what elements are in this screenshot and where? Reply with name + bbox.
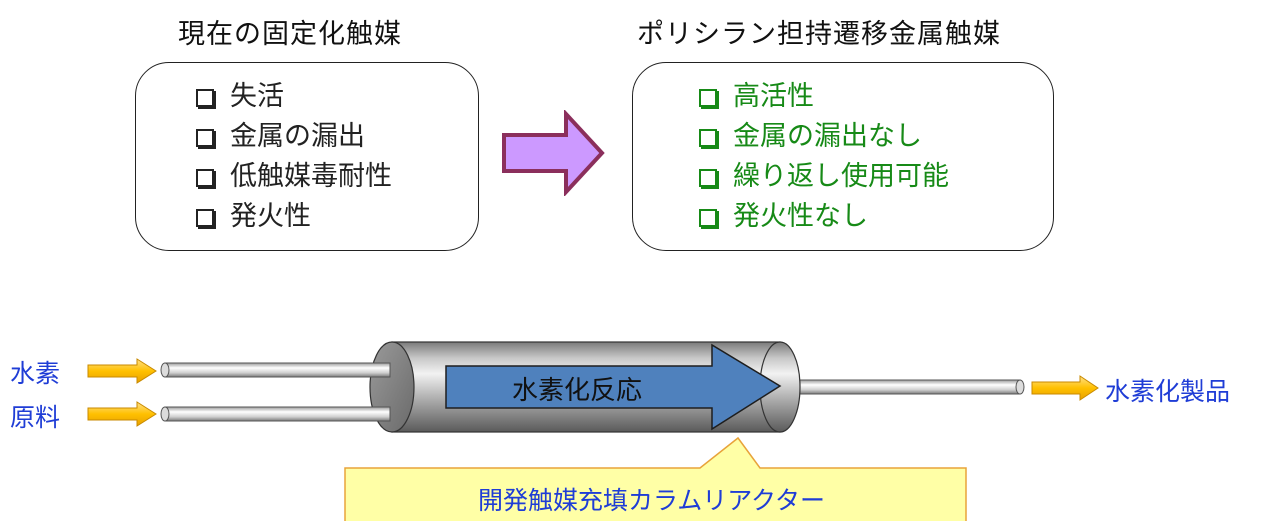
list-item-label: 金属の漏出: [230, 121, 365, 152]
outlet-tube: [789, 379, 1025, 395]
list-item: 発火性なし: [699, 197, 949, 237]
checkbox-icon: [699, 129, 717, 147]
callout-box: [344, 436, 967, 521]
checkbox-icon: [699, 169, 717, 187]
list-item: 低触媒毒耐性: [196, 157, 392, 197]
input-hydrogen-label: 水素: [10, 359, 61, 388]
list-item: 失活: [196, 77, 392, 117]
inlet-tube-feed: [160, 406, 391, 422]
left-panel-list: 失活 金属の漏出 低触媒毒耐性 発火性: [196, 77, 392, 237]
left-panel-title: 現在の固定化触媒: [178, 19, 402, 50]
list-item-label: 発火性なし: [733, 201, 868, 232]
checkbox-icon: [196, 129, 214, 147]
product-outflow-arrow-icon: [1031, 375, 1099, 401]
list-item-label: 繰り返し使用可能: [733, 161, 949, 192]
list-item: 金属の漏出: [196, 117, 392, 157]
checkbox-icon: [196, 169, 214, 187]
list-item: 発火性: [196, 197, 392, 237]
list-item-label: 失活: [230, 81, 284, 112]
right-panel-title: ポリシラン担持遷移金属触媒: [637, 19, 1001, 50]
hydrogen-inflow-arrow-icon: [87, 358, 157, 384]
list-item-label: 高活性: [733, 81, 814, 112]
left-panel-box: 失活 金属の漏出 低触媒毒耐性 発火性: [135, 62, 479, 251]
list-item-label: 金属の漏出なし: [733, 121, 922, 152]
inlet-tube-hydrogen: [160, 362, 391, 378]
checkbox-icon: [196, 209, 214, 227]
right-panel-box: 高活性 金属の漏出なし 繰り返し使用可能 発火性なし: [632, 62, 1054, 251]
list-item: 繰り返し使用可能: [699, 157, 949, 197]
checkbox-icon: [699, 209, 717, 227]
input-feed-label: 原料: [10, 403, 61, 432]
output-product-label: 水素化製品: [1105, 377, 1231, 406]
checkbox-icon: [196, 89, 214, 107]
checkbox-icon: [699, 89, 717, 107]
callout-label: 開発触媒充填カラムリアクター: [478, 486, 826, 515]
transition-arrow-icon: [502, 110, 605, 196]
list-item: 金属の漏出なし: [699, 117, 949, 157]
feed-inflow-arrow-icon: [87, 401, 157, 427]
process-label: 水素化反応: [512, 376, 643, 406]
list-item-label: 発火性: [230, 201, 311, 232]
right-panel-list: 高活性 金属の漏出なし 繰り返し使用可能 発火性なし: [699, 77, 949, 237]
list-item-label: 低触媒毒耐性: [230, 161, 392, 192]
process-arrow-icon: [445, 343, 782, 431]
list-item: 高活性: [699, 77, 949, 117]
